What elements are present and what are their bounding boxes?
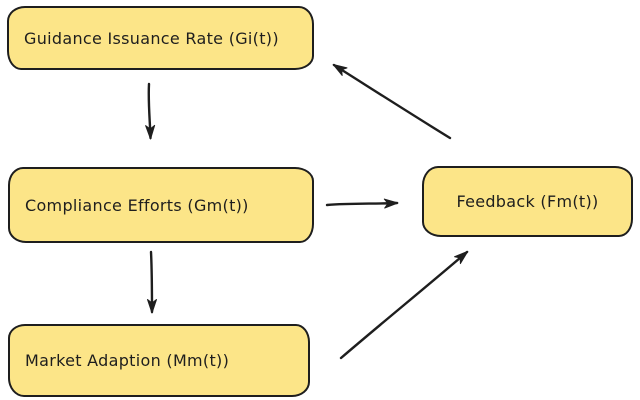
- node-market-adaption-label: Market Adaption (Mm(t)): [25, 351, 230, 370]
- arrow-compliance-to-feedback: [325, 198, 399, 209]
- arrow-guidance-to-compliance: [145, 82, 156, 140]
- arrow-market-to-feedback: [339, 250, 469, 360]
- node-guidance-issuance-rate-label: Guidance Issuance Rate (Gi(t)): [24, 28, 279, 48]
- arrow-compliance-to-market: [146, 250, 157, 314]
- node-compliance-efforts-label: Compliance Efforts (Gm(t)): [25, 195, 249, 215]
- node-feedback: Feedback (Fm(t)): [422, 166, 633, 237]
- node-market-adaption: Market Adaption (Mm(t)): [8, 324, 310, 397]
- node-feedback-label: Feedback (Fm(t)): [456, 192, 599, 211]
- arrow-feedback-to-guidance: [332, 63, 452, 140]
- node-compliance-efforts: Compliance Efforts (Gm(t)): [8, 167, 314, 243]
- node-guidance-issuance-rate: Guidance Issuance Rate (Gi(t)): [7, 6, 314, 70]
